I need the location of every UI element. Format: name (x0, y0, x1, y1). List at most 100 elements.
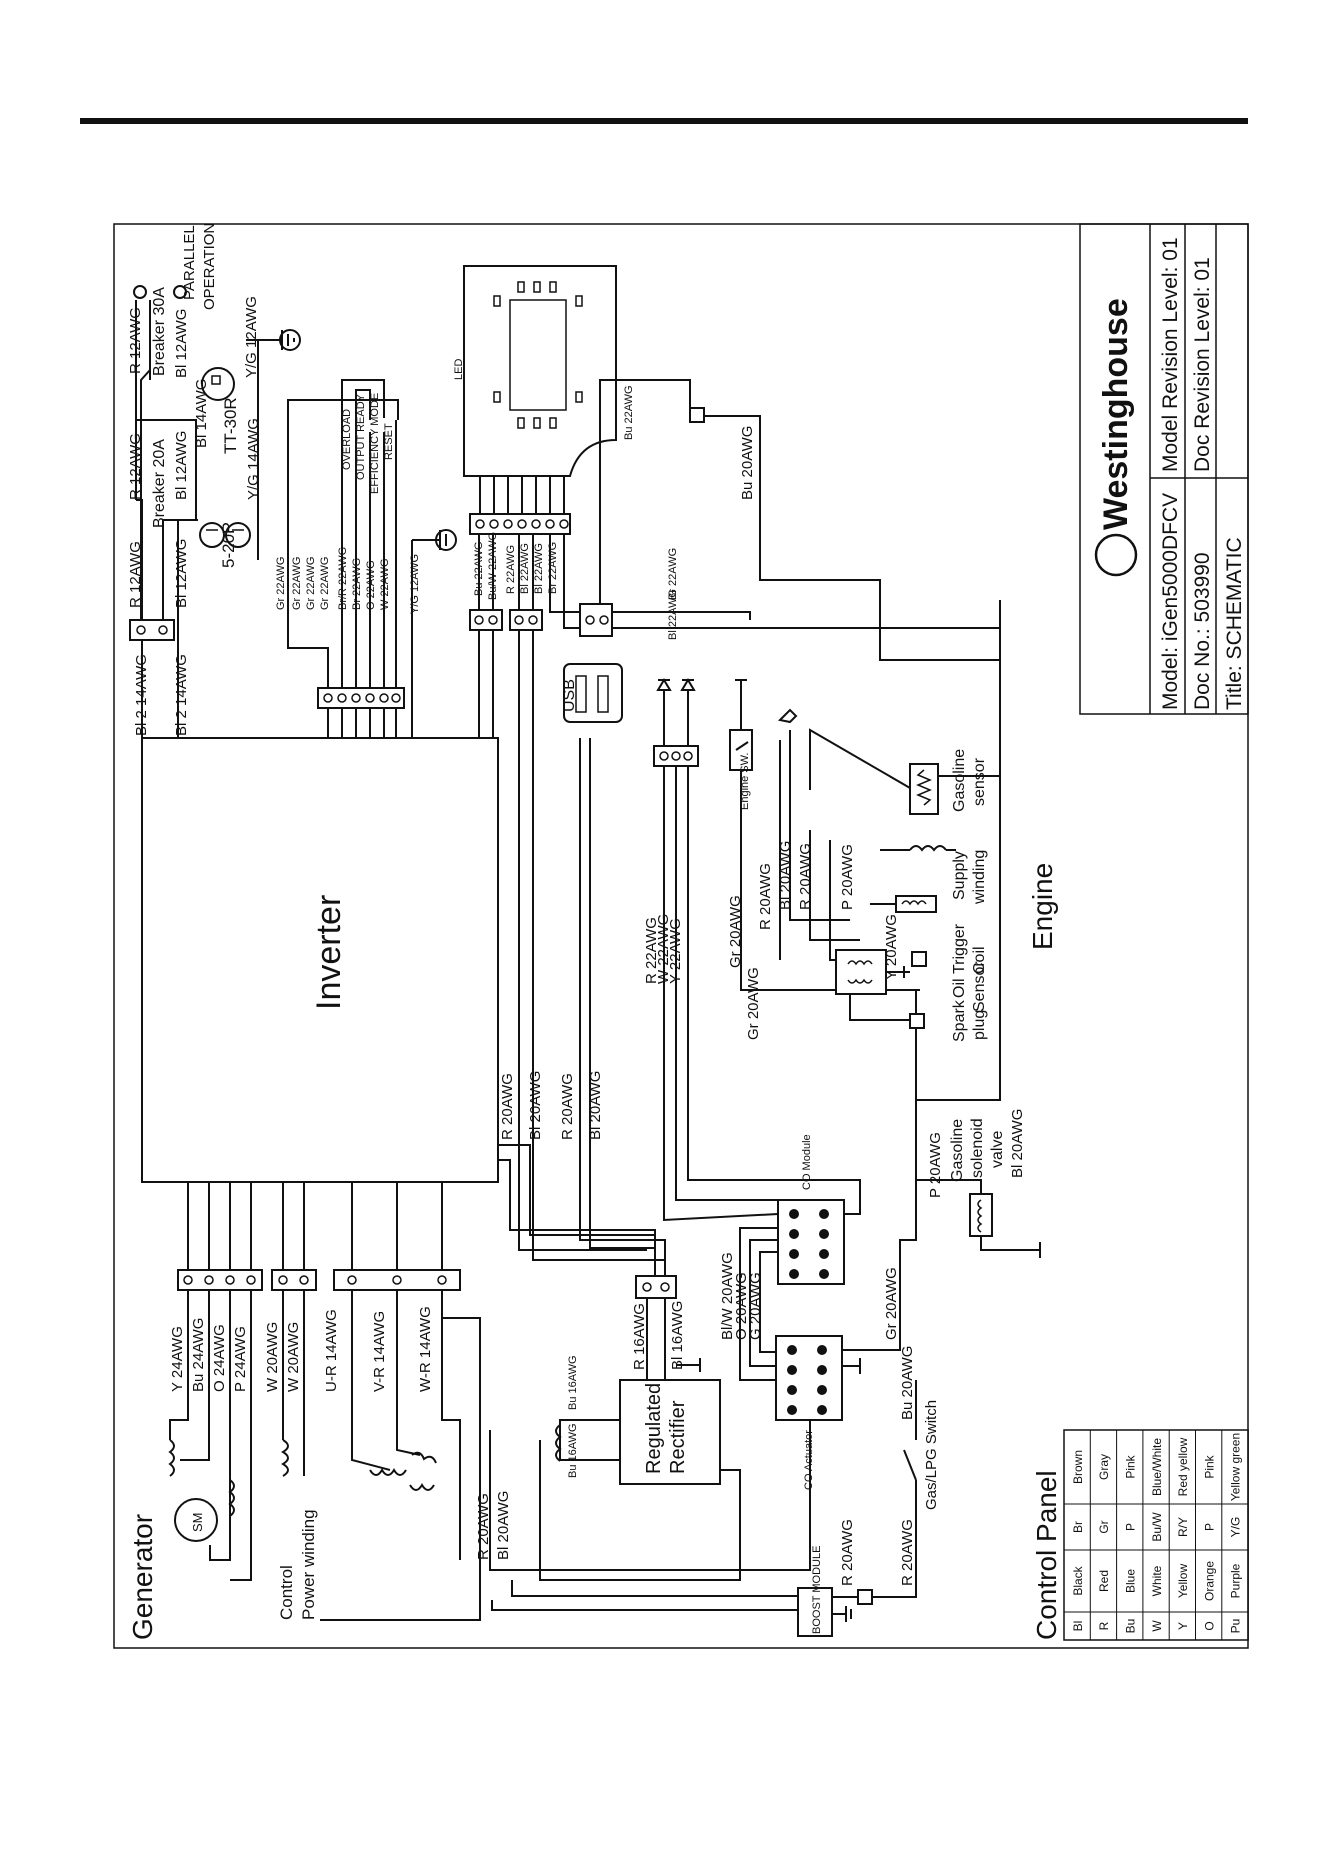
legend-color-name: Black (1071, 1565, 1085, 1595)
wire-label: Br 22AWG (547, 542, 559, 594)
wire-label: Y 22AWG (667, 918, 684, 984)
wire-label: Bl/W 20AWG (719, 1252, 736, 1340)
legend-code: Bu/W (1150, 1512, 1164, 1542)
output-ready-label: OUTPUT READY (355, 393, 367, 480)
outlet-tt-30r (201, 367, 235, 401)
supply-winding-label: winding (971, 850, 988, 905)
wire-label: Bu 24AWG (190, 1318, 207, 1392)
doc-rev-text: Doc Revision Level: 01 (1191, 257, 1214, 472)
legend-color-name: Orange (1202, 1561, 1216, 1601)
model-text: Model: iGen5000DFCV (1159, 493, 1182, 710)
wire-label: O 24AWG (211, 1324, 228, 1392)
wire-label: Bl 2 14AWG (133, 654, 150, 736)
connector-led-bu (689, 407, 705, 423)
spark-plug-label: plug (971, 1010, 988, 1040)
wire-label: Bu 16AWG (567, 1423, 579, 1478)
solenoid-label: Gasoline (949, 1119, 966, 1182)
co-module (777, 1199, 845, 1285)
stepper-motor-icon (174, 1498, 218, 1542)
legend-color-name: Gray (1097, 1454, 1111, 1480)
wire-label: P 20AWG (839, 844, 856, 910)
led-label: LED (453, 359, 465, 380)
wire-label: W-R 14AWG (417, 1306, 434, 1392)
legend-code: Bl (1071, 1621, 1085, 1632)
wire-label: Bu 20AWG (899, 1346, 916, 1420)
wire-label: Bl 20AWG (777, 841, 794, 910)
wire-label: R 16AWG (631, 1303, 648, 1370)
power-winding-label: Power winding (299, 1509, 318, 1620)
usb-label: USB (561, 679, 578, 712)
legend-color-name: Yellow green (1229, 1433, 1243, 1501)
wire-label: Br/R 22AWG (337, 547, 349, 610)
wire-label: Bl 12AWG (173, 309, 190, 378)
wire-label: Bl 12AWG (173, 539, 190, 608)
boost-module-label: BOOST MODULE (811, 1546, 823, 1634)
wire-label: U-R 14AWG (323, 1309, 340, 1392)
connector-led-b (509, 609, 543, 631)
trigger-coil-label: Coil (971, 946, 988, 974)
legend-color-name: Red (1097, 1570, 1111, 1592)
connector-6pin-panel (317, 687, 405, 709)
connector-led-strip (469, 513, 571, 535)
connector-led-a (469, 609, 503, 631)
wire-label: R 22AWG (643, 917, 660, 984)
legend-color-name: Blue (1123, 1569, 1137, 1593)
wire-label: Bl 20AWG (1009, 1109, 1026, 1178)
wire-label: R 20AWG (475, 1493, 492, 1560)
title-text: Title: SCHEMATIC (1223, 537, 1246, 710)
legend-color-name: Red yellow (1176, 1437, 1190, 1496)
wire-label: R 20AWG (839, 1519, 856, 1586)
generator-coil-icons (168, 1439, 437, 1517)
wire-label: Bl 22AWG (519, 543, 531, 594)
connector-boost (857, 1589, 873, 1605)
title-block: Westinghouse Model: iGen5000DFCV Doc No.… (1079, 223, 1249, 715)
trigger-coil-label: Trigger (951, 923, 968, 974)
legend-color-name: Yellow (1176, 1564, 1190, 1599)
control-panel-label: Control Panel (1031, 1470, 1062, 1640)
wire-label: R 12AWG (127, 433, 144, 500)
legend-color-name: Brown (1071, 1450, 1085, 1484)
wire-label: V-R 14AWG (371, 1311, 388, 1392)
connector-breaker-main (129, 619, 175, 641)
brand-logo-text: Westinghouse (1097, 298, 1135, 530)
supply-winding-label: Supply (951, 851, 968, 900)
wire-label: G 20AWG (747, 1272, 764, 1340)
stepper-motor-label: SM (190, 1513, 205, 1533)
led-board: LED (453, 265, 617, 477)
wire-label: Gr 20AWG (727, 895, 744, 968)
wire-label: Bu 22AWG (623, 385, 635, 440)
legend-code: P (1202, 1523, 1216, 1531)
gasoline-sensor (909, 763, 939, 815)
legend-code: R (1097, 1621, 1111, 1630)
legend-color-name: White (1150, 1565, 1164, 1596)
wire-label: Gr 22AWG (305, 557, 317, 610)
efficiency-mode-label: EFFICIENCY MODE (369, 393, 381, 494)
wire-label: R 20AWG (757, 863, 774, 930)
gasoline-sensor-label: sensor (971, 757, 988, 806)
breaker-20a-label: Breaker 20A (151, 439, 168, 528)
wire-label: Bl 22AWG (667, 589, 679, 640)
header-rule (80, 118, 1248, 124)
legend-code: O (1202, 1621, 1216, 1630)
connector-led-c (579, 603, 613, 637)
solenoid-label: solenoid (969, 1118, 986, 1178)
indicator-led-icons (656, 678, 696, 691)
trigger-coil-icon (870, 895, 937, 913)
legend-color-name: Blue/White (1150, 1438, 1164, 1496)
doc-no-text: Doc No.: 503990 (1191, 552, 1214, 710)
legend-code: R/Y (1176, 1517, 1190, 1537)
solenoid-label: valve (989, 1131, 1006, 1168)
parallel-operation-label: OPERATION (201, 223, 218, 310)
wire-label: R 12AWG (127, 307, 144, 374)
inverter-block: Inverter (141, 737, 499, 1183)
co-module-label: CO Module (801, 1134, 813, 1190)
overload-label: OVERLOAD (341, 409, 353, 470)
connector-4pin (177, 1269, 263, 1291)
gas-lpg-switch-label: Gas/LPG Switch (923, 1400, 940, 1510)
wire-label: Bu 20AWG (739, 426, 756, 500)
outlet-tt-30r-label: TT-30R (221, 397, 240, 454)
wire-label: Bl 2 14AWG (173, 654, 190, 736)
wire-label: O 20AWG (733, 1272, 750, 1340)
model-rev-text: Model Revision Level: 01 (1159, 237, 1182, 472)
legend-code: Gr (1097, 1520, 1111, 1533)
